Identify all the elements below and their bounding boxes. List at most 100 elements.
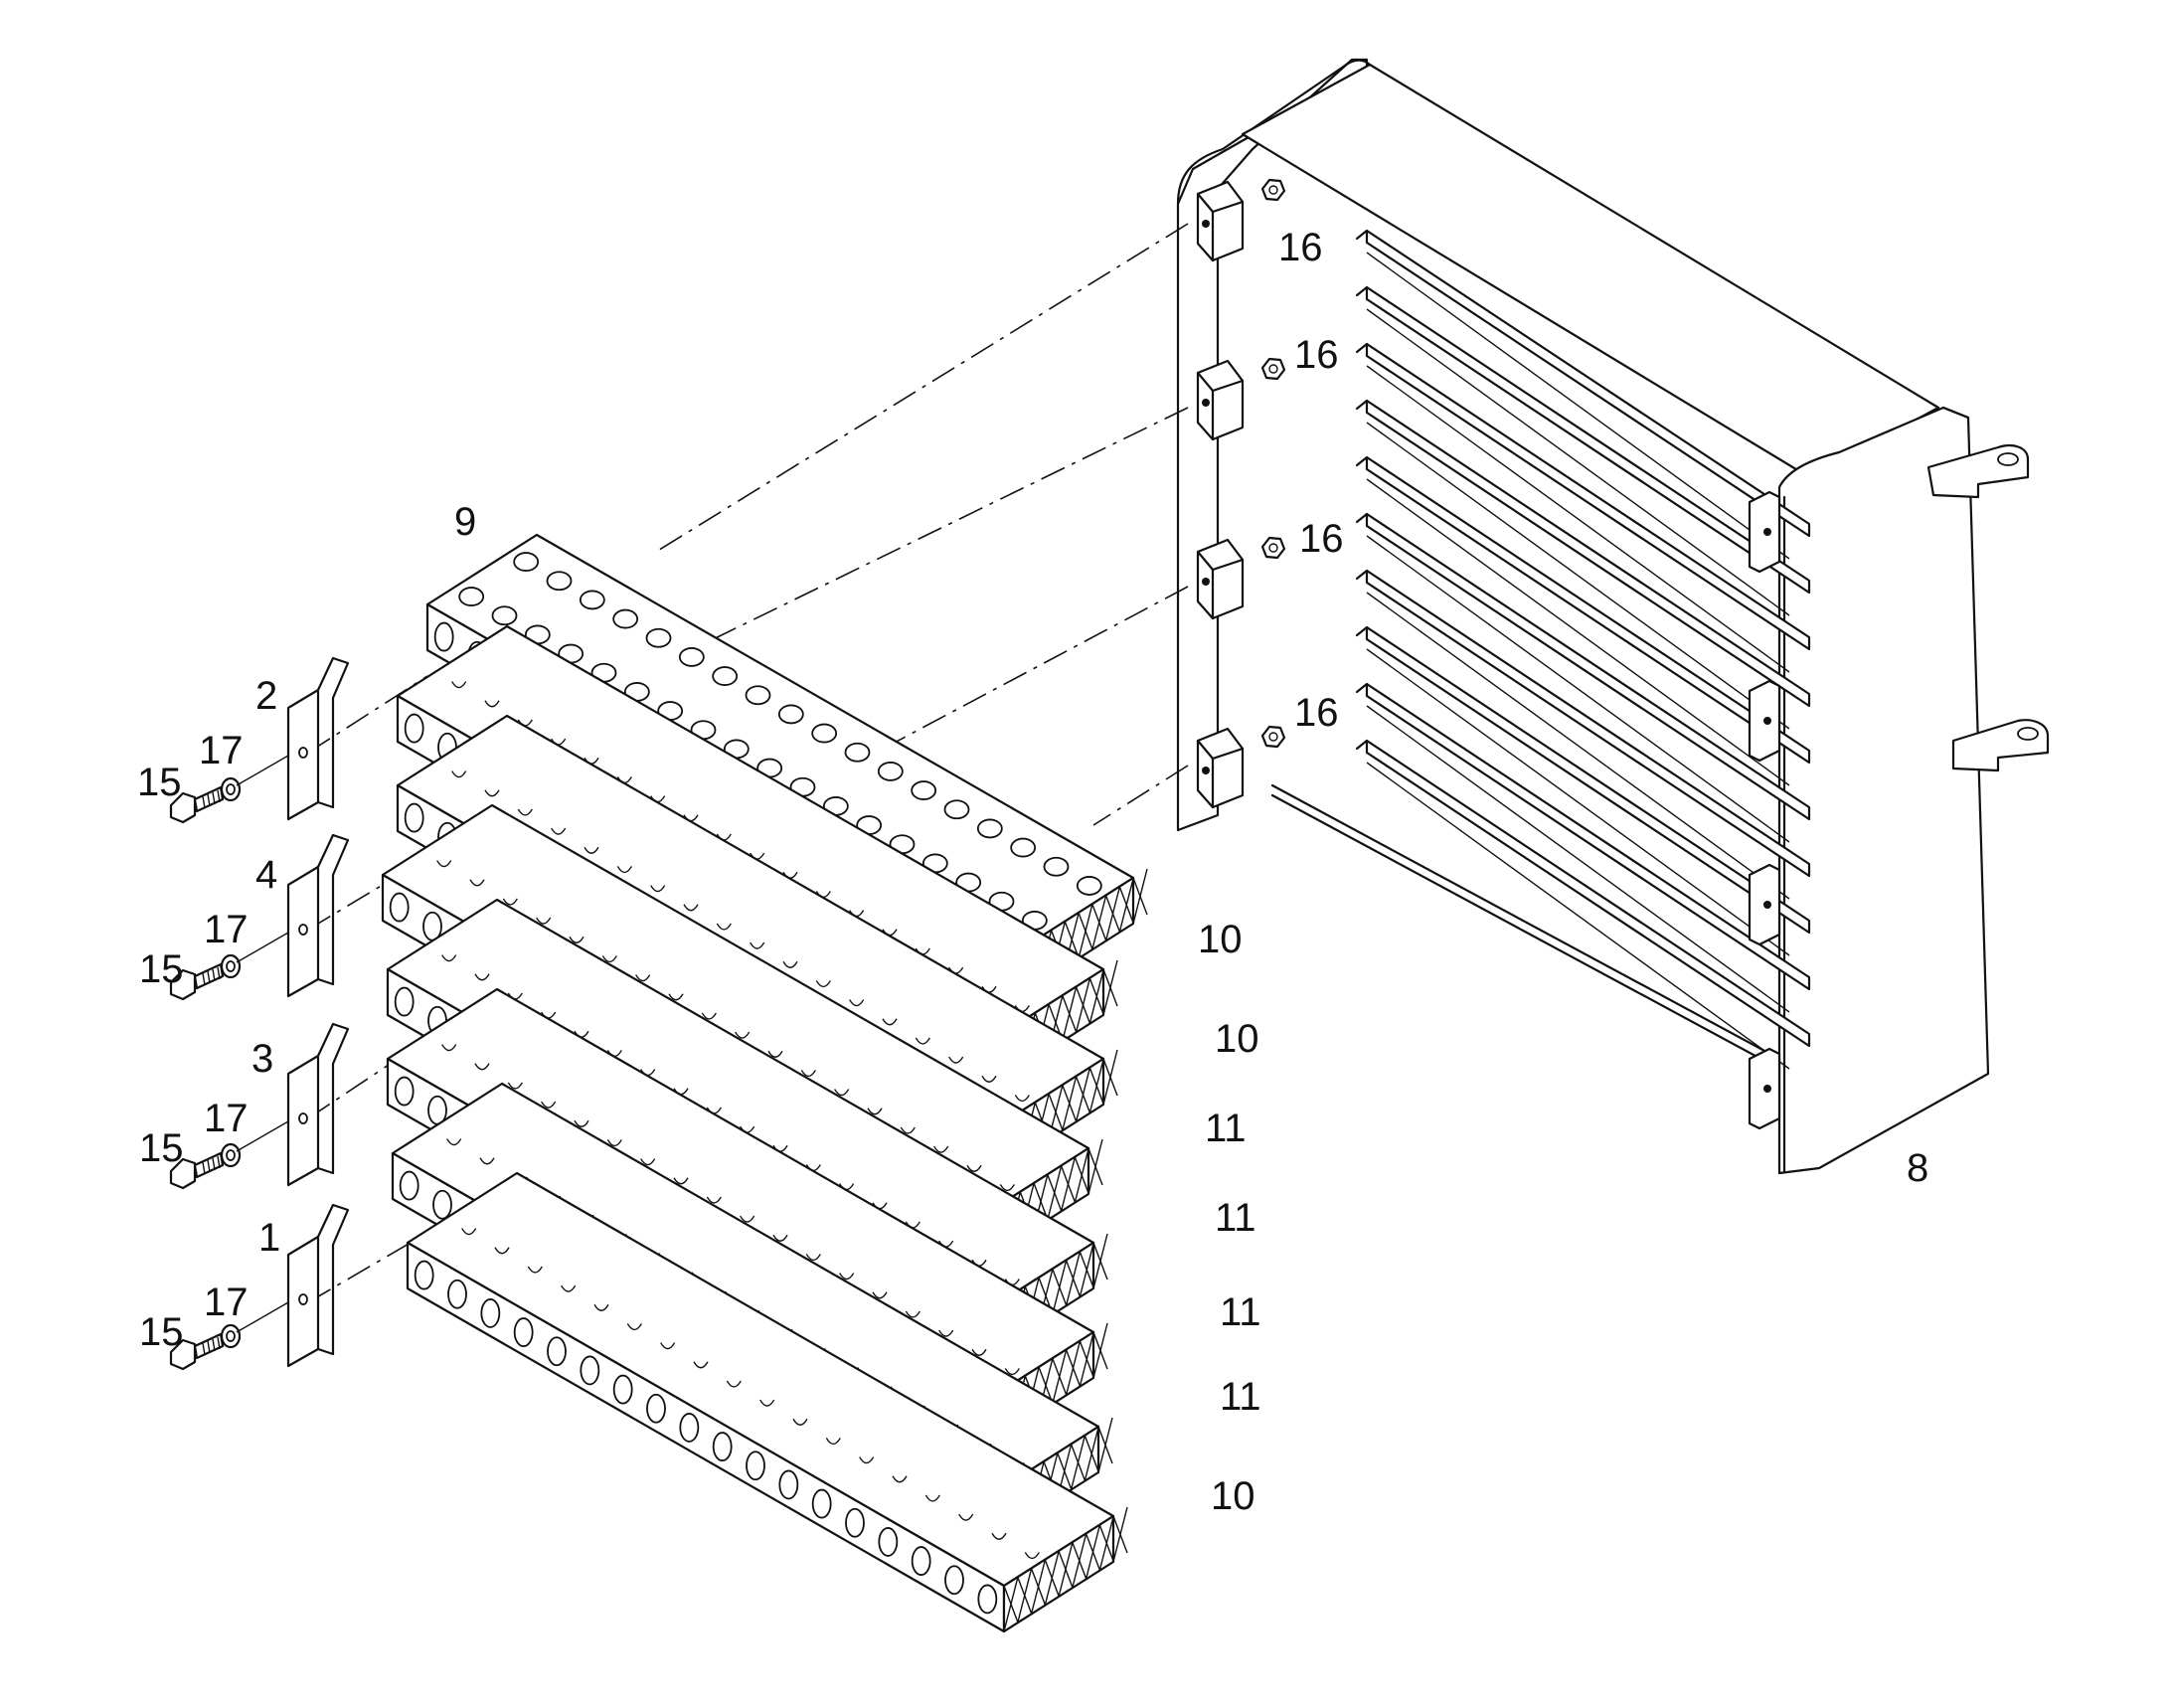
callout-17: 17 xyxy=(204,908,249,951)
callout-10: 10 xyxy=(1198,918,1243,961)
guide-rail-shadow xyxy=(1366,648,1790,956)
guide-rail-shadow xyxy=(1366,365,1790,673)
hex-nut-16 xyxy=(1260,536,1286,560)
plate-mesh-line xyxy=(1079,1331,1094,1387)
mounting-block xyxy=(1196,180,1245,262)
plate-slot xyxy=(474,1063,490,1071)
plate-slot xyxy=(716,923,732,931)
plate-mesh-line xyxy=(1091,895,1107,950)
plate-slot xyxy=(683,904,699,912)
washer-bore xyxy=(226,1330,236,1342)
plate-slot xyxy=(441,954,457,962)
plate-mesh-line xyxy=(1052,1260,1068,1315)
callout-16: 16 xyxy=(1299,517,1344,561)
plate-mesh-line xyxy=(1092,1322,1108,1379)
plate-slot xyxy=(892,1475,908,1483)
plate-slot xyxy=(792,1418,808,1426)
plate-mesh-line xyxy=(1052,1349,1068,1405)
plate-mesh-line xyxy=(1065,1340,1082,1396)
mounting-block-hole xyxy=(1202,578,1210,586)
plate-slot xyxy=(800,1070,816,1078)
callout-4: 4 xyxy=(255,853,277,897)
guide-rail-shadow xyxy=(1366,478,1790,786)
frame-side-top xyxy=(1941,406,1970,420)
plate-mesh-line xyxy=(1058,1541,1074,1598)
plate-hole xyxy=(877,762,904,781)
plate-slot xyxy=(1004,1368,1020,1376)
plate-slot xyxy=(805,1254,821,1262)
plate-hole xyxy=(612,1374,633,1405)
bolt-thread xyxy=(212,968,216,982)
plate-mesh-line xyxy=(1030,1559,1047,1615)
plate-slot xyxy=(484,700,500,708)
washer-bore xyxy=(226,783,236,795)
guide-rail-shadow xyxy=(1366,252,1790,560)
guide-rail-lip xyxy=(1355,229,1369,241)
bolt-thread xyxy=(217,1336,221,1350)
bracket-hook xyxy=(317,833,350,876)
plate-hole xyxy=(646,1393,666,1424)
plate-hole xyxy=(389,892,410,923)
side-block-hole xyxy=(1763,717,1771,725)
bracket-edge xyxy=(316,873,335,986)
plate-slot xyxy=(517,808,533,816)
hex-nut-16 xyxy=(1260,178,1286,202)
hex-nut-bore xyxy=(1268,543,1278,553)
bolt-axis xyxy=(236,1301,289,1333)
plate-slot xyxy=(650,885,666,893)
bracket-hook xyxy=(317,1022,350,1065)
plate-slot xyxy=(561,1284,577,1292)
callout-3: 3 xyxy=(251,1037,273,1081)
callout-17: 17 xyxy=(204,1281,249,1324)
mounting-block xyxy=(1196,727,1245,809)
plate-slot xyxy=(640,1158,656,1166)
plate-hole xyxy=(778,1469,799,1500)
callout-15: 15 xyxy=(139,1310,184,1354)
plate-slot xyxy=(900,1126,916,1134)
guide-rail-shadow xyxy=(1366,422,1790,730)
plate-slot xyxy=(451,681,467,689)
callout-15: 15 xyxy=(139,1126,184,1170)
bracket-assembly xyxy=(169,833,350,1001)
plate-mesh-line xyxy=(1084,1426,1099,1481)
plate-mesh-line xyxy=(1078,903,1093,959)
hex-nut-16 xyxy=(1260,725,1286,749)
plate-mesh-line xyxy=(1079,1242,1094,1297)
plate-mesh-line xyxy=(1132,868,1148,925)
plate-slot xyxy=(569,936,585,943)
plate-slot xyxy=(825,1438,841,1446)
callout-17: 17 xyxy=(199,729,244,772)
plate-slot xyxy=(991,1532,1007,1540)
guide-rail xyxy=(1365,399,1811,708)
callout-labels: 16 16 16 16 9 8 10 10 11 11 11 11 10 2 4… xyxy=(137,226,1928,1518)
guide-rail-lip xyxy=(1355,625,1369,637)
plate-slot xyxy=(772,1234,788,1242)
plate-hole xyxy=(414,1260,434,1290)
plate-hole xyxy=(394,986,415,1017)
callout-17: 17 xyxy=(204,1097,249,1140)
guide-rail xyxy=(1365,569,1811,878)
guide-rail-lip xyxy=(1355,399,1369,411)
plate-slot xyxy=(872,1291,888,1299)
callout-15: 15 xyxy=(137,761,182,804)
plate-hole xyxy=(844,742,871,763)
guide-rail-lip xyxy=(1355,569,1369,581)
hex-nut-bore xyxy=(1268,364,1278,374)
plate-hole xyxy=(433,621,454,652)
plate-slot xyxy=(839,1273,855,1281)
guide-rails xyxy=(1355,229,1811,1070)
plate-slot xyxy=(726,1380,742,1388)
plate-slot xyxy=(1014,1095,1030,1103)
plate-hole xyxy=(911,780,937,800)
mounting-block-hole xyxy=(1202,767,1210,774)
plate-hole xyxy=(432,1189,452,1220)
plate-hole xyxy=(612,608,639,629)
plate-hole xyxy=(491,605,518,626)
bolt-thread xyxy=(217,1155,221,1169)
plate-slot xyxy=(584,846,599,854)
plate-slot xyxy=(574,1119,589,1127)
plate-mesh-line xyxy=(1097,1417,1113,1473)
dash-line-4 xyxy=(1092,765,1189,826)
plate-hole xyxy=(404,713,424,744)
plate-mesh-line xyxy=(1070,1435,1086,1490)
